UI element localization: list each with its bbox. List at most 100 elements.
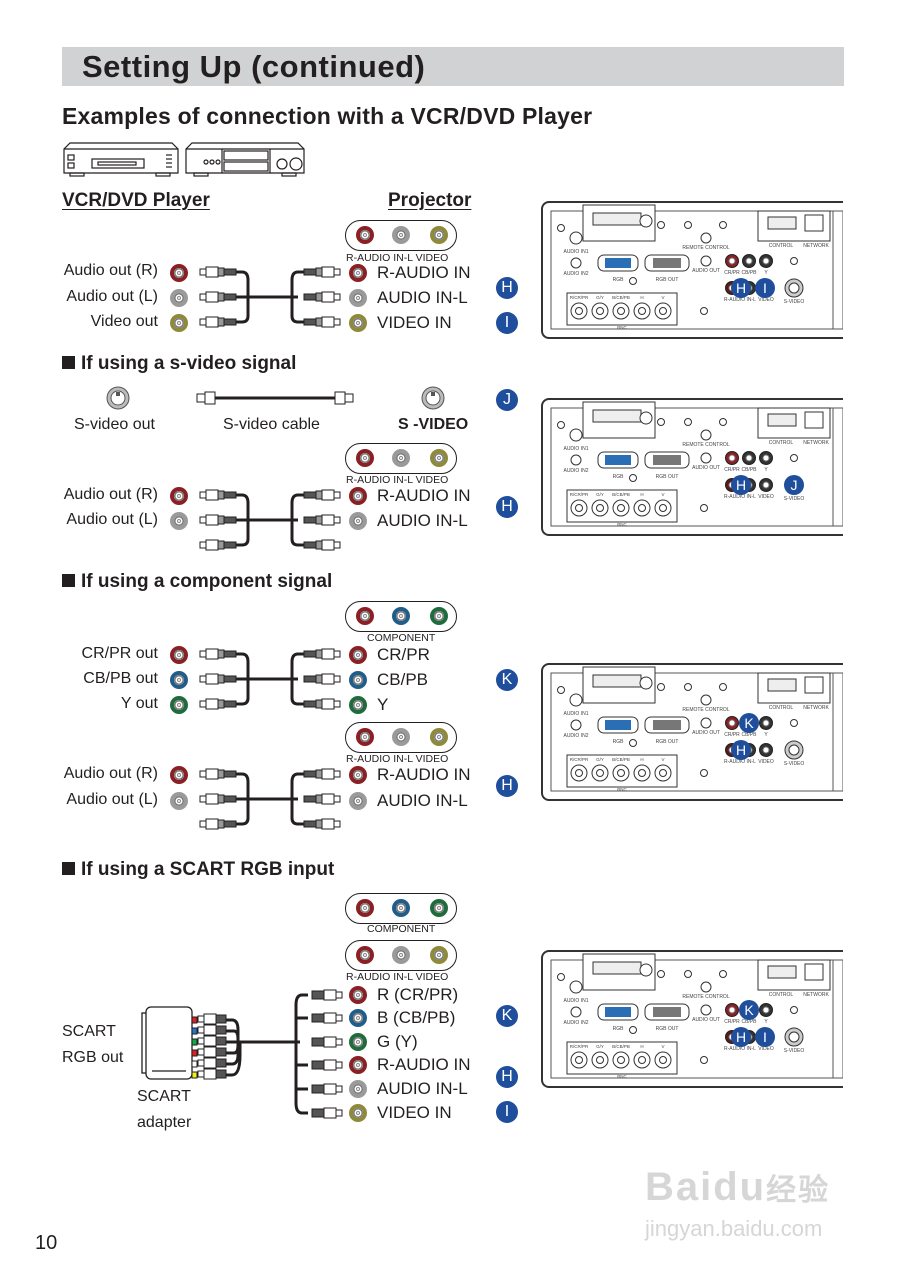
l-audio-jack (392, 226, 410, 244)
panel-label: R/CR/PR (570, 492, 589, 497)
r-audio-jack (356, 728, 374, 746)
component-jack-group (345, 893, 457, 924)
svideo-cable[interactable] (195, 390, 355, 406)
cb-pb-out-jack (170, 671, 188, 689)
screw-hole (657, 418, 665, 426)
column-projector: Projector (388, 190, 472, 211)
b-cb-pb-in-jack (349, 1009, 367, 1027)
screw-hole (700, 769, 708, 777)
panel-label: RGB (613, 739, 625, 745)
panel-label: Y (764, 732, 768, 738)
panel-label: RGB (613, 474, 625, 480)
screw-hole (557, 686, 565, 694)
panel-label: G/Y (596, 757, 604, 762)
vcr-dvd-illustration (63, 142, 305, 177)
panel-label: V (661, 1044, 664, 1049)
screw-hole (790, 1006, 798, 1014)
bullet-square (62, 862, 75, 875)
audio-out-jack (700, 1004, 712, 1016)
remote-control-jack (700, 694, 712, 706)
audio-out-l-jack (170, 512, 188, 530)
cr-pr-port (725, 1003, 739, 1017)
r-cr-pr-in-jack (349, 986, 367, 1004)
r-audio-jack (356, 946, 374, 964)
panel-label: RGB (613, 1026, 625, 1032)
panel-label: CR/PR (724, 270, 740, 276)
panel-label: AUDIO IN2 (563, 733, 588, 739)
rgb-port (605, 455, 631, 465)
panel-label: CONTROL (769, 705, 794, 711)
panel-label: V (661, 757, 664, 762)
network-port (804, 963, 824, 981)
audio-out-r-jack (170, 487, 188, 505)
audio-in1-jack (569, 693, 583, 707)
y-port (759, 254, 773, 268)
panel-label: B/CB/PB (612, 1044, 630, 1049)
panel-label: REMOTE CONTROL (682, 707, 729, 713)
svideo-heading: If using a s-video signal (62, 353, 296, 375)
audio-in-l-jack (349, 289, 367, 307)
audio-out-jack (700, 255, 712, 267)
video-port (759, 743, 773, 757)
source-label: Audio out (L) (66, 288, 158, 305)
panel-label: B/CB/PB (612, 492, 630, 497)
rca-cable-3[interactable] (198, 644, 343, 721)
audio-out-l-jack (170, 289, 188, 307)
rgb-out-port (653, 720, 681, 730)
control-port (767, 216, 797, 230)
control-port (767, 678, 797, 692)
vcr-icon (63, 142, 179, 177)
r-audio-in-jack (349, 487, 367, 505)
panel-label: NETWORK (803, 440, 829, 446)
audio-in1-jack (569, 428, 583, 442)
scart-adapter-label: SCART (137, 1088, 191, 1105)
panel-label: VIDEO (758, 494, 774, 500)
rca-cable-graphic (199, 489, 341, 551)
panel-label: R/CR/PR (570, 1044, 589, 1049)
audio-in1-jack (569, 231, 583, 245)
rca-cable-3[interactable] (198, 262, 343, 334)
control-port (767, 965, 797, 979)
scart-adapter-cable[interactable] (140, 985, 345, 1125)
panel-label: R-AUDIO IN-L (724, 297, 756, 303)
panel-label: CB/PB (741, 732, 757, 738)
panel-label: R-AUDIO IN-L (724, 759, 756, 765)
r-audio-in-jack (349, 264, 367, 282)
screw-hole (557, 224, 565, 232)
component-label: COMPONENT (367, 632, 436, 644)
screw-hole (657, 221, 665, 229)
panel-label: CONTROL (769, 243, 794, 249)
panel-label: S-VIDEO (784, 761, 805, 767)
badge-k: K (496, 1005, 518, 1027)
panel-label: CR/PR (724, 1019, 740, 1025)
audio-in-l-jack (349, 512, 367, 530)
audio-video-jack-group (345, 940, 457, 971)
screw-hole (700, 504, 708, 512)
page-number: 10 (35, 1232, 58, 1254)
rca-cable-3[interactable] (198, 485, 343, 562)
rca-cable-graphic (199, 648, 341, 710)
source-label: Y out (120, 695, 158, 712)
y-out-jack (170, 696, 188, 714)
panel-label: AUDIO IN1 (563, 998, 588, 1004)
badge-j: J (496, 389, 518, 411)
panel-label: H (640, 757, 643, 762)
watermark-suffix: 经验 (766, 1174, 831, 1207)
column-vcr-dvd-player: VCR/DVD Player (62, 190, 210, 211)
audio-video-jack-group (345, 220, 457, 251)
target-label: R-AUDIO IN (377, 1055, 471, 1074)
svg-text:J: J (791, 477, 798, 493)
video-out-jack (170, 314, 188, 332)
r-audio-in-jack (349, 1056, 367, 1074)
rca-cable-3[interactable] (198, 764, 343, 841)
scart-rgb-out-label: SCART (62, 1023, 116, 1040)
video-in-jack (349, 314, 367, 332)
badge-h: H (496, 1066, 518, 1088)
panel-label: RGB OUT (656, 1026, 679, 1032)
heading-text: If using a component signal (81, 571, 333, 592)
panel-label: S-VIDEO (784, 1048, 805, 1054)
video-jack (430, 946, 448, 964)
cb-pb-port (742, 254, 756, 268)
panel-label: BNC (617, 522, 627, 527)
